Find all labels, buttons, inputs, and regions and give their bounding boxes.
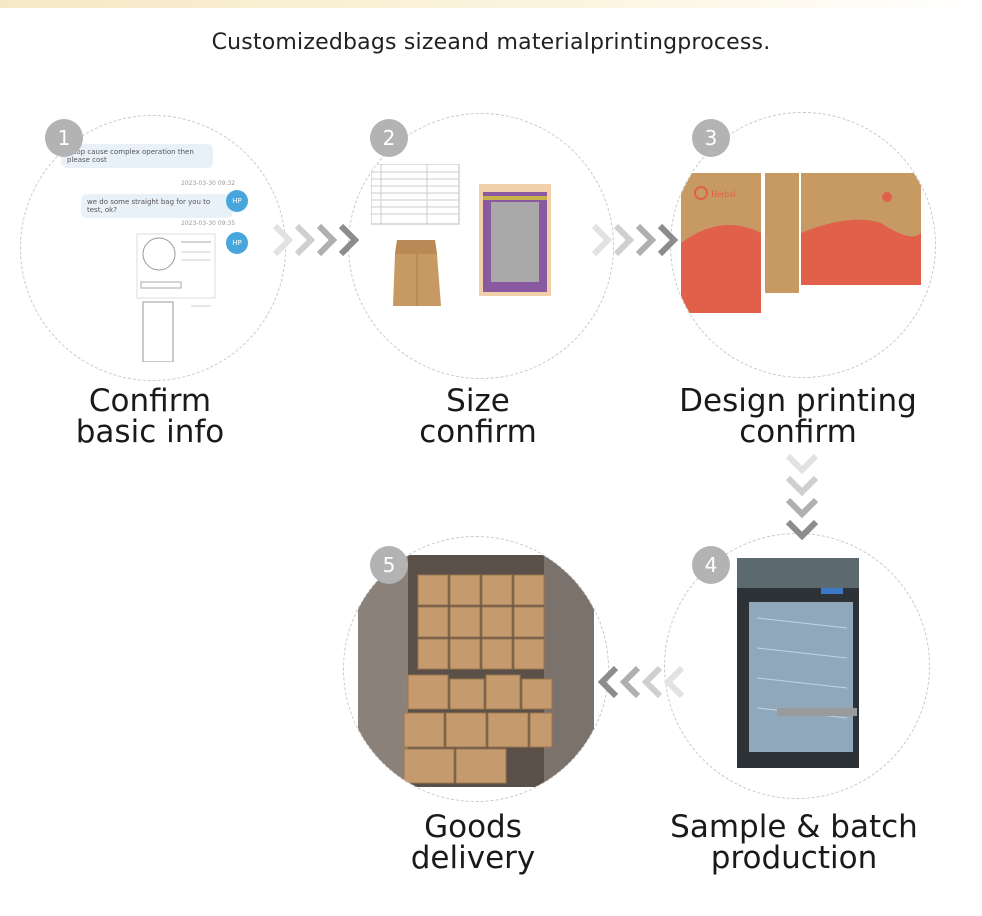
step-3-badge: 3 (692, 119, 730, 157)
step-3-label-line2: confirm (739, 414, 857, 450)
step-5-label: Goods delivery (343, 812, 603, 874)
step-4-label-line2: production (710, 840, 878, 876)
arrow-right-1-2 (272, 223, 360, 257)
step-1-label-line2: basic info (75, 414, 225, 450)
step-2-label-line2: confirm (419, 414, 537, 450)
step-2-badge: 2 (370, 119, 408, 157)
step-2-label: Size confirm (348, 386, 608, 448)
step-5-label-line1: Goods (424, 809, 522, 845)
brand-text: Herbal (711, 189, 736, 199)
kraft-bag-icon (393, 240, 441, 306)
printing-design-preview: Herbal (681, 173, 921, 313)
step-4-label: Sample & batch production (664, 812, 924, 874)
container-boxes-photo (358, 555, 594, 787)
step-3-label: Design printing confirm (668, 386, 928, 448)
chat-bubble-outgoing: we do some straight bag for you to test,… (81, 194, 233, 218)
step-4-label-line1: Sample & batch (670, 809, 918, 845)
step-5-label-line2: delivery (410, 840, 536, 876)
bag-dieline-drawing (479, 184, 551, 296)
size-spec-table (371, 164, 460, 225)
step-2-label-line1: Size (446, 383, 510, 419)
step-5-badge: 5 (370, 546, 408, 584)
avatar: HP (226, 232, 248, 254)
arrow-right-2-3 (591, 223, 679, 257)
step-1-label: Confirm basic info (20, 386, 280, 448)
step-3-label-line1: Design printing (679, 383, 917, 419)
step-2-circle (348, 113, 614, 379)
step-1-label-line1: Confirm (88, 383, 212, 419)
step-1-circle: ...top cause complex operation then plea… (20, 115, 286, 381)
step-5-circle (343, 536, 609, 802)
chat-bubble-incoming: ...top cause complex operation then plea… (61, 144, 213, 168)
chat-timestamp: 2023-03-30 09:32 (181, 180, 236, 187)
bag-drawing-preview (136, 233, 216, 362)
page-title: Customizedbags sizeand materialprintingp… (211, 30, 771, 55)
step-1-badge: 1 (45, 119, 83, 157)
avatar: HP (226, 190, 248, 212)
production-machine-photo (737, 558, 859, 768)
chat-timestamp: 2023-03-30 09:35 (181, 220, 236, 227)
top-accent-bar (0, 0, 982, 8)
arrow-down-3-4 (785, 453, 819, 541)
step-4-badge: 4 (692, 546, 730, 584)
arrow-left-4-5 (597, 665, 685, 699)
